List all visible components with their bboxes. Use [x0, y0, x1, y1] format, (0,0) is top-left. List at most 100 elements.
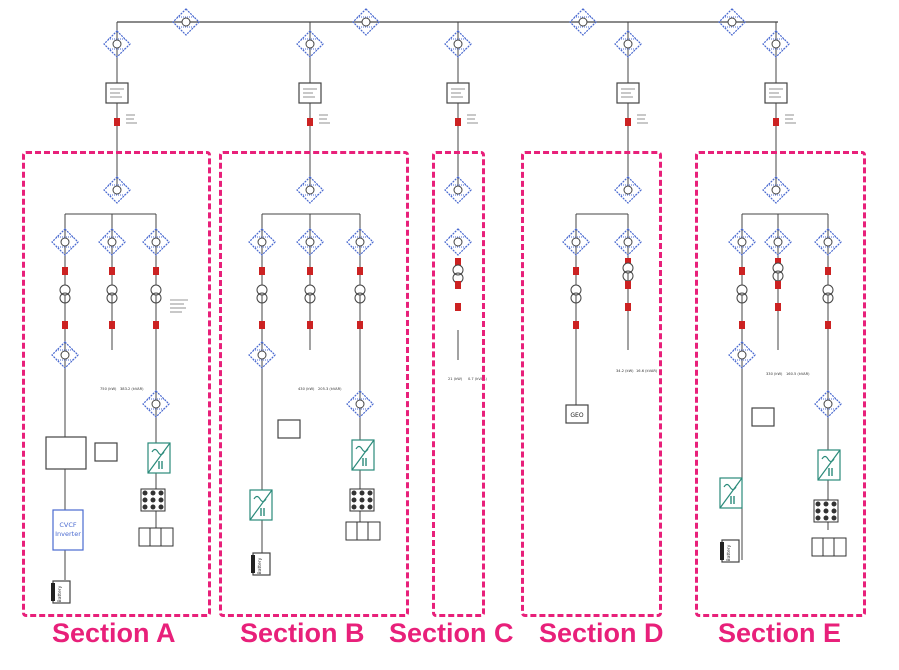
- bus-node: [614, 176, 642, 204]
- pv-cell: [158, 504, 164, 510]
- battery-terminal: [251, 555, 255, 573]
- battery-terminal: [51, 583, 55, 601]
- control-box: [94, 442, 118, 462]
- bus-node: [728, 341, 756, 369]
- bus-node: [296, 228, 324, 256]
- bus-node-frame: [762, 176, 790, 204]
- pv-cell: [359, 504, 365, 510]
- breaker: [153, 267, 159, 275]
- bus-node-dot: [151, 399, 161, 409]
- bus-node-dot: [453, 185, 463, 195]
- bus-node-frame: [814, 390, 842, 418]
- breaker: [625, 281, 631, 289]
- geo-block: [565, 404, 589, 424]
- bus-node-frame: [296, 176, 324, 204]
- breaker: [109, 321, 115, 329]
- bus-node-dot: [771, 185, 781, 195]
- bus-node-frame: [614, 30, 642, 58]
- bus-node-frame: [296, 30, 324, 58]
- transformer-coil: [150, 292, 162, 304]
- bus-node-dot: [578, 17, 588, 27]
- bus-node-dot: [453, 237, 463, 247]
- section-e-box: [695, 151, 866, 617]
- bus-node-dot: [361, 17, 371, 27]
- breaker: [307, 267, 313, 275]
- bus-node: [346, 228, 374, 256]
- battery-label: Battery: [57, 585, 63, 602]
- bus-node: [764, 228, 792, 256]
- transformer-coil: [256, 292, 268, 304]
- transformer-coil: [354, 292, 366, 304]
- bus-node-dot: [453, 39, 463, 49]
- pv-cell: [815, 508, 821, 514]
- bus-node-frame: [346, 228, 374, 256]
- breaker: [625, 118, 631, 126]
- bus-node-dot: [305, 185, 315, 195]
- bus-node: [614, 228, 642, 256]
- bus-node-dot: [305, 39, 315, 49]
- bus-node-frame: [352, 8, 380, 36]
- bus-node-dot: [823, 399, 833, 409]
- control-box: [751, 407, 775, 427]
- pv-cell: [831, 515, 837, 521]
- pv-cell: [359, 490, 365, 496]
- section-e-label: Section E: [718, 618, 842, 648]
- pv-cell: [359, 497, 365, 503]
- transformer-coil: [106, 292, 118, 304]
- section-b-label: Section B: [240, 618, 365, 648]
- bus-node-dot: [112, 185, 122, 195]
- breaker: [455, 118, 461, 126]
- pv-cell: [150, 497, 156, 503]
- bus-node-frame: [444, 30, 472, 58]
- bus-node: [51, 228, 79, 256]
- breaker: [625, 258, 631, 266]
- bus-node-frame: [562, 228, 590, 256]
- pv-cell: [351, 497, 357, 503]
- bus-node: [142, 228, 170, 256]
- pv-cell: [831, 501, 837, 507]
- converter-ac-symbol: [355, 445, 369, 453]
- bus-node: [142, 390, 170, 418]
- section-a-box: [22, 151, 211, 617]
- pv-cell: [823, 508, 829, 514]
- load-rating-kvar: 383.2 (kVAR): [120, 387, 144, 391]
- converter-diagonal: [147, 442, 171, 474]
- geo-label: GEO: [570, 412, 583, 419]
- bus-node: [352, 8, 380, 36]
- bus-node: [296, 176, 324, 204]
- breaker: [775, 281, 781, 289]
- converter-diagonal: [351, 439, 375, 471]
- pv-cell: [142, 504, 148, 510]
- breaker: [357, 321, 363, 329]
- bus-node-frame: [248, 228, 276, 256]
- bus-node-dot: [257, 350, 267, 360]
- transformer-coil: [822, 284, 834, 296]
- pv-cell: [823, 515, 829, 521]
- inverter-label: Inverter: [55, 530, 81, 538]
- transformer-coil: [570, 292, 582, 304]
- transformer-coil: [736, 284, 748, 296]
- breaker: [739, 321, 745, 329]
- transformer-coil: [304, 292, 316, 304]
- bus-node-frame: [728, 228, 756, 256]
- converter-diagonal: [719, 477, 743, 509]
- cvcf-label: CVCF: [59, 521, 77, 529]
- breaker: [109, 267, 115, 275]
- bus-node-dot: [823, 237, 833, 247]
- section-b-box: [219, 151, 409, 617]
- cvcf-inverter-block: [52, 509, 84, 551]
- bus-node: [248, 228, 276, 256]
- bus-node: [248, 341, 276, 369]
- pv-cell: [150, 504, 156, 510]
- breaker: [62, 321, 68, 329]
- load-rating-kw: 430 (kW): [298, 387, 315, 391]
- bus-node-dot: [60, 350, 70, 360]
- converter-ac-symbol: [723, 483, 737, 491]
- bus-node-dot: [355, 399, 365, 409]
- transformer-coil: [570, 284, 582, 296]
- transformer-coil: [622, 262, 634, 274]
- bus-node-dot: [355, 237, 365, 247]
- breaker: [455, 258, 461, 266]
